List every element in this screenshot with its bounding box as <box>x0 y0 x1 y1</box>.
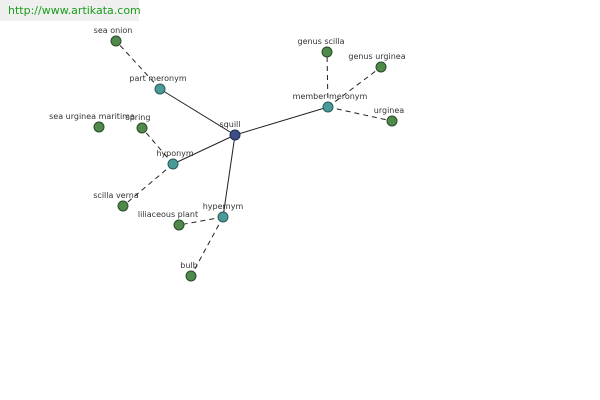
label-scilla-verna: scilla verna <box>93 191 139 200</box>
node-member-meronym[interactable] <box>322 101 334 113</box>
node-hypernym[interactable] <box>217 211 229 223</box>
node-squill[interactable] <box>229 129 241 141</box>
edge-hyponym-spring <box>141 127 174 165</box>
label-sea-onion: sea onion <box>94 26 133 35</box>
edge-squill-part-meronym <box>159 88 236 136</box>
node-genus-urginea[interactable] <box>375 61 387 73</box>
site-url[interactable]: http://www.artikata.com <box>8 4 141 17</box>
label-genus-urginea: genus urginea <box>348 52 405 61</box>
node-sea-onion[interactable] <box>110 35 122 47</box>
node-spring[interactable] <box>136 122 148 134</box>
label-genus-scilla: genus scilla <box>298 37 345 46</box>
label-urginea: urginea <box>374 106 405 115</box>
label-sea-urginea-maritima: sea urginea maritima <box>49 112 135 121</box>
edge-squill-member-meronym <box>234 106 329 136</box>
edge-member-meronym-urginea <box>327 106 393 122</box>
edge-member-meronym-genus-urginea <box>327 66 382 108</box>
edge-hypernym-bulb <box>190 216 224 277</box>
node-genus-scilla[interactable] <box>321 46 333 58</box>
label-squill: squill <box>220 120 241 129</box>
edge-squill-hyponym <box>172 134 236 165</box>
label-hyponym: hyponym <box>156 149 194 158</box>
node-scilla-verna[interactable] <box>117 200 129 212</box>
edge-squill-hypernym <box>222 134 236 218</box>
label-member-meronym: member meronym <box>293 92 368 101</box>
node-part-meronym[interactable] <box>154 83 166 95</box>
edge-part-meronym-sea-onion <box>115 40 161 90</box>
node-sea-urginea-maritima[interactable] <box>93 121 105 133</box>
node-liliaceous-plant[interactable] <box>173 219 185 231</box>
label-bulb: bulb <box>180 261 197 270</box>
edge-hyponym-scilla-verna <box>122 163 174 207</box>
node-bulb[interactable] <box>185 270 197 282</box>
node-urginea[interactable] <box>386 115 398 127</box>
label-part-meronym: part meronym <box>129 74 186 83</box>
edge-member-meronym-genus-scilla <box>326 51 329 108</box>
url-banner: http://www.artikata.com <box>0 0 141 21</box>
label-spring: spring <box>126 113 151 122</box>
edge-hypernym-liliaceous-plant <box>178 216 224 226</box>
label-liliaceous-plant: liliaceous plant <box>138 210 198 219</box>
node-hyponym[interactable] <box>167 158 179 170</box>
label-hypernym: hypernym <box>203 202 244 211</box>
